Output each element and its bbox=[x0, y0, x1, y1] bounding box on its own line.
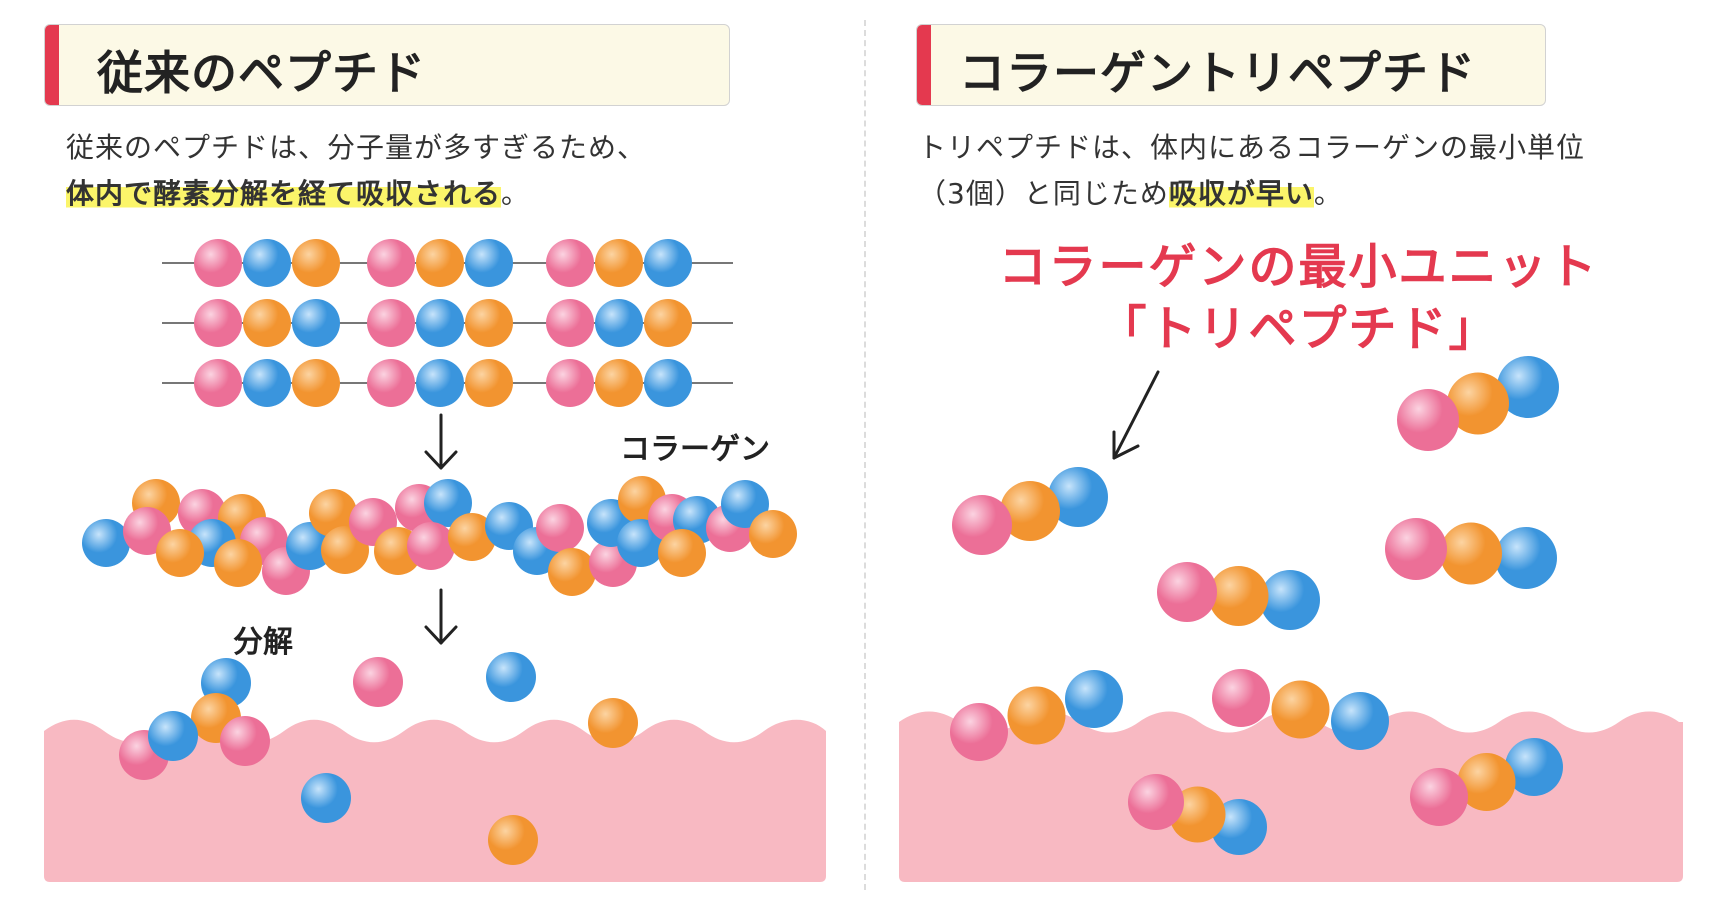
heading-accent-bar bbox=[917, 25, 931, 105]
down-arrow-icon bbox=[424, 588, 458, 645]
heading-tripeptide: コラーゲントリペプチド bbox=[916, 24, 1546, 106]
bead-blue bbox=[82, 519, 130, 567]
bead-orange bbox=[243, 299, 291, 347]
description-tripeptide: トリペプチドは、体内にあるコラーゲンの最小単位 （3個）と同じため吸収が早い。 bbox=[918, 125, 1585, 217]
bead-blue bbox=[644, 239, 692, 287]
bead-blue bbox=[486, 652, 536, 702]
punctuation: 。 bbox=[501, 177, 531, 210]
bead-blue bbox=[1065, 670, 1123, 728]
bead-blue bbox=[1505, 738, 1563, 796]
panel-divider bbox=[864, 20, 866, 890]
bead-blue bbox=[465, 239, 513, 287]
bead-orange bbox=[309, 489, 357, 537]
bead-orange bbox=[465, 299, 513, 347]
bead-pink bbox=[194, 299, 242, 347]
bead-orange bbox=[156, 529, 204, 577]
bead-blue bbox=[1048, 467, 1108, 527]
bead-orange bbox=[448, 513, 496, 561]
bead-orange bbox=[588, 698, 638, 748]
bead-orange bbox=[548, 548, 596, 596]
bead-blue bbox=[1495, 527, 1557, 589]
bead-pink bbox=[1157, 562, 1217, 622]
bead-pink bbox=[536, 504, 584, 552]
bead-blue bbox=[644, 359, 692, 407]
description-conventional: 従来のペプチドは、分子量が多すぎるため、 体内で酵素分解を経て吸収される。 bbox=[66, 125, 646, 217]
bead-pink bbox=[546, 299, 594, 347]
bead-pink bbox=[546, 359, 594, 407]
bead-pink bbox=[407, 522, 455, 570]
description-line-1: トリペプチドは、体内にあるコラーゲンの最小単位 bbox=[918, 131, 1586, 164]
bead-pink bbox=[1397, 389, 1459, 451]
bead-pink bbox=[1410, 768, 1468, 826]
description-line-2: 体内で酵素分解を経て吸収される。 bbox=[66, 171, 646, 217]
bead-pink bbox=[952, 495, 1012, 555]
bead-orange bbox=[595, 239, 643, 287]
bead-blue bbox=[1497, 356, 1559, 418]
conventional-peptide-illustration bbox=[44, 239, 826, 882]
heading-conventional: 従来のペプチド bbox=[44, 24, 730, 106]
panel-conventional-peptide: 従来のペプチド 従来のペプチドは、分子量が多すぎるため、 体内で酵素分解を経て吸… bbox=[0, 0, 865, 909]
bead-blue bbox=[301, 773, 351, 823]
bead-orange bbox=[595, 359, 643, 407]
bead-pink bbox=[367, 359, 415, 407]
bead-pink bbox=[1212, 669, 1270, 727]
bead-blue bbox=[721, 480, 769, 528]
pointer-arrow-icon bbox=[1112, 370, 1160, 460]
highlight-text: 体内で酵素分解を経て吸収される bbox=[66, 177, 502, 210]
bead-orange bbox=[1208, 566, 1269, 626]
bead-pink bbox=[194, 239, 242, 287]
bead-orange bbox=[658, 529, 706, 577]
heading-accent-bar bbox=[45, 25, 59, 105]
label-collagen: コラーゲン bbox=[620, 432, 770, 467]
bead-pink bbox=[367, 239, 415, 287]
bead-orange bbox=[465, 359, 513, 407]
bead-orange bbox=[1457, 753, 1516, 811]
bead-orange bbox=[1447, 372, 1509, 435]
description-line-2: （3個）と同じため吸収が早い。 bbox=[918, 171, 1585, 217]
skin-layer bbox=[899, 711, 1683, 882]
bead-blue bbox=[424, 479, 472, 527]
bead-orange bbox=[1007, 686, 1066, 745]
bead-blue bbox=[292, 299, 340, 347]
bead-orange bbox=[292, 359, 340, 407]
caption-minimum-unit: コラーゲンの最小ユニット bbox=[998, 239, 1599, 295]
description-line-1: 従来のペプチドは、分子量が多すぎるため、 bbox=[66, 131, 647, 164]
bead-blue bbox=[416, 359, 464, 407]
bead-blue bbox=[595, 299, 643, 347]
down-arrow-icon bbox=[424, 413, 458, 470]
bead-pink bbox=[353, 657, 403, 707]
heading-title: コラーゲントリペプチド bbox=[959, 46, 1476, 100]
bead-orange bbox=[644, 299, 692, 347]
bead-pink bbox=[194, 359, 242, 407]
bead-pink bbox=[367, 299, 415, 347]
bead-orange bbox=[1440, 522, 1502, 585]
bead-pink bbox=[220, 716, 270, 766]
bead-pink bbox=[950, 703, 1008, 761]
description-lead: （3個）と同じため bbox=[918, 177, 1169, 210]
panel-collagen-tripeptide: コラーゲントリペプチド トリペプチドは、体内にあるコラーゲンの最小単位 （3個）… bbox=[866, 0, 1731, 909]
bead-orange bbox=[292, 239, 340, 287]
heading-title: 従来のペプチド bbox=[97, 46, 426, 100]
bead-orange bbox=[416, 239, 464, 287]
highlight-text: 吸収が早い bbox=[1168, 177, 1314, 210]
bead-orange bbox=[214, 539, 262, 587]
bead-pink bbox=[1385, 518, 1447, 580]
bead-orange bbox=[1271, 680, 1330, 739]
punctuation: 。 bbox=[1313, 177, 1343, 210]
bead-blue bbox=[1331, 692, 1389, 750]
bead-orange bbox=[749, 510, 797, 558]
bead-pink bbox=[546, 239, 594, 287]
bead-blue bbox=[243, 359, 291, 407]
bead-orange bbox=[488, 815, 538, 865]
label-decompose: 分解 bbox=[233, 625, 293, 660]
tripeptide-illustration bbox=[899, 356, 1683, 882]
caption-tripeptide: 「トリペプチド」 bbox=[1098, 301, 1499, 357]
bead-orange bbox=[1000, 481, 1060, 541]
bead-pink bbox=[1128, 774, 1184, 830]
bead-blue bbox=[243, 239, 291, 287]
bead-blue bbox=[416, 299, 464, 347]
bead-blue bbox=[1260, 570, 1320, 630]
bead-blue bbox=[148, 711, 198, 761]
